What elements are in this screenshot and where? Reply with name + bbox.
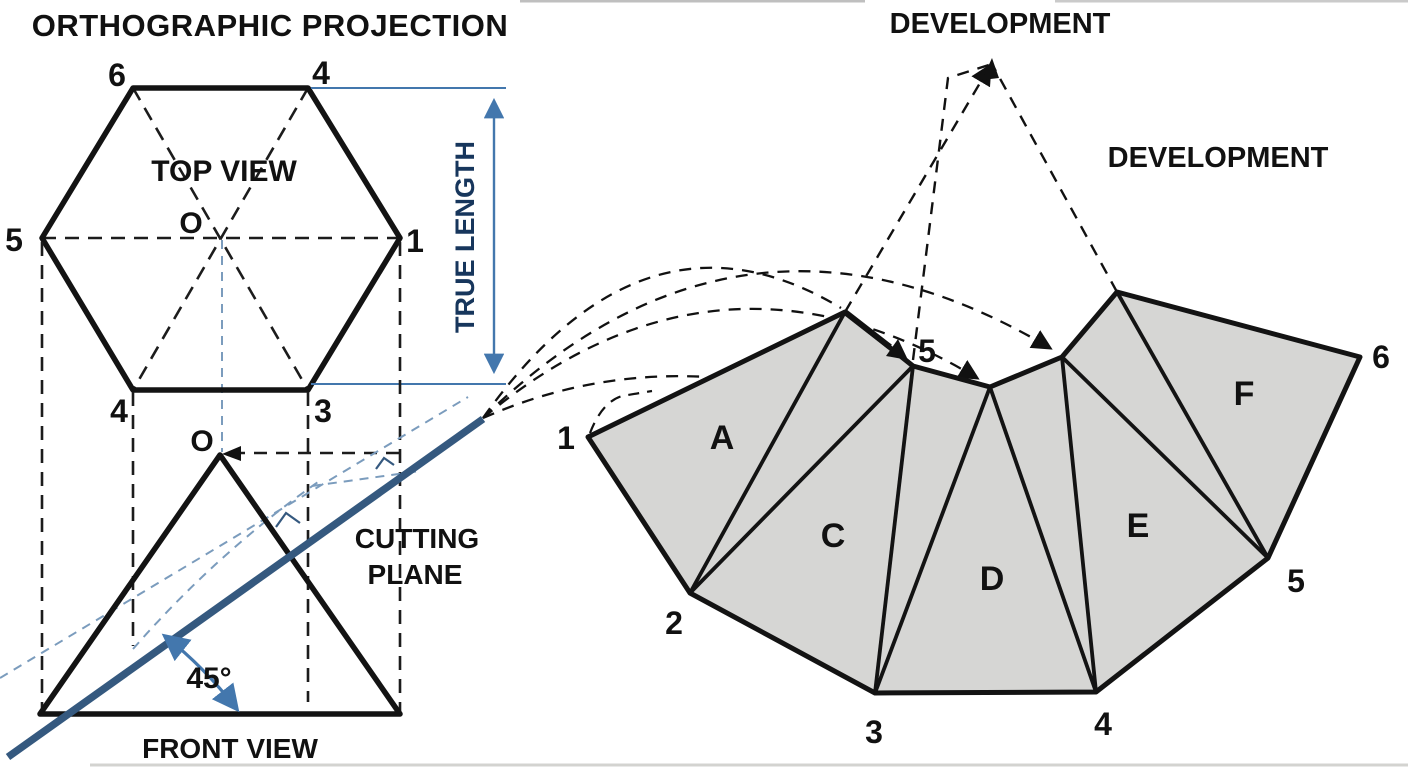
artifact-strip [520,0,865,3]
transfer-hook-vertex1 [588,389,653,434]
fold-rtv-5 [1060,355,1270,560]
fold-lines [688,291,1270,694]
scan-artifacts [90,0,1408,767]
apex-line-kinked [911,62,993,361]
hex-vertex-6: 6 [108,57,126,93]
apex-arrowhead [222,446,241,461]
diagonal-4-4 [131,87,310,391]
panel-label-e: E [1127,507,1150,545]
development-group: A C D E F 1 2 3 4 5 5 6 [557,58,1390,750]
edge-arrowhead [886,339,908,360]
artifact-strip [1055,0,1408,3]
dev-vertex-4: 4 [1094,706,1112,742]
dev-vertex-5-top: 5 [918,333,936,369]
rotation-swing-arc [132,481,319,650]
dev-vertex-1: 1 [557,420,575,456]
apex-line-left [843,63,992,313]
top-view-group: TOP VIEW O 6 4 5 1 4 3 [5,55,424,452]
fold-peak2-5 [1115,291,1270,559]
artifact-strip [90,763,1408,767]
orthographic-title: ORTHOGRAPHIC PROJECTION [32,8,509,43]
fold-rtv-4 [1060,356,1098,693]
front-view-label: FRONT VIEW [142,733,318,764]
hex-vertex-5: 5 [5,222,23,258]
true-length-label: TRUE LENGTH [450,141,480,333]
development-title-side: DEVELOPMENT [1108,142,1329,174]
angle-label: 45° [186,662,231,695]
fold-2-5top [688,364,915,595]
cutting-plane-label-1: CUTTING [355,523,479,554]
panel-label-f: F [1234,375,1255,413]
hex-vertex-4-bottom: 4 [110,393,128,429]
edge-arrow-shaft [843,309,892,350]
true-length-dimension: TRUE LENGTH [311,87,506,385]
hex-vertex-3: 3 [314,393,332,429]
fold-dip-4 [988,386,1098,693]
fold-dip-3 [873,386,992,694]
hex-vertex-4-top: 4 [312,55,330,91]
auxiliary-short-line [311,470,421,487]
dev-vertex-3: 3 [865,714,883,750]
panel-label-a: A [710,419,735,457]
dev-vertex-6: 6 [1372,339,1390,375]
cutting-plane-line [5,415,486,761]
fold-5top-3 [873,365,915,694]
front-view-triangle [37,452,403,717]
top-view-center-label: O [179,207,202,240]
dev-vertex-5-right: 5 [1287,563,1305,599]
development-title-top: DEVELOPMENT [890,8,1111,40]
fold-2-peak1 [688,311,847,594]
panel-label-d: D [980,560,1005,598]
front-apex-label: O [190,425,213,458]
front-view-group: 45° FRONT VIEW O CUTTING PLANE [0,396,486,764]
hexagon-outline [39,85,403,393]
auxiliary-true-length-line [0,396,469,679]
hex-vertex-1: 1 [406,223,424,259]
development-outline [585,289,1363,696]
transfer-arc-high [482,270,1053,419]
transfer-arc-top [482,266,842,419]
dev-vertex-2: 2 [665,605,683,641]
top-view-label: TOP VIEW [151,155,297,188]
apex-arrowhead-dev [982,58,999,80]
apex-line-right [990,63,1119,293]
panel-label-c: C [821,517,846,555]
angle-arc-arrow [161,633,240,713]
right-angle-mark [275,511,301,528]
cutting-plane-label-2: PLANE [368,559,463,590]
right-angle-tick [375,456,395,470]
